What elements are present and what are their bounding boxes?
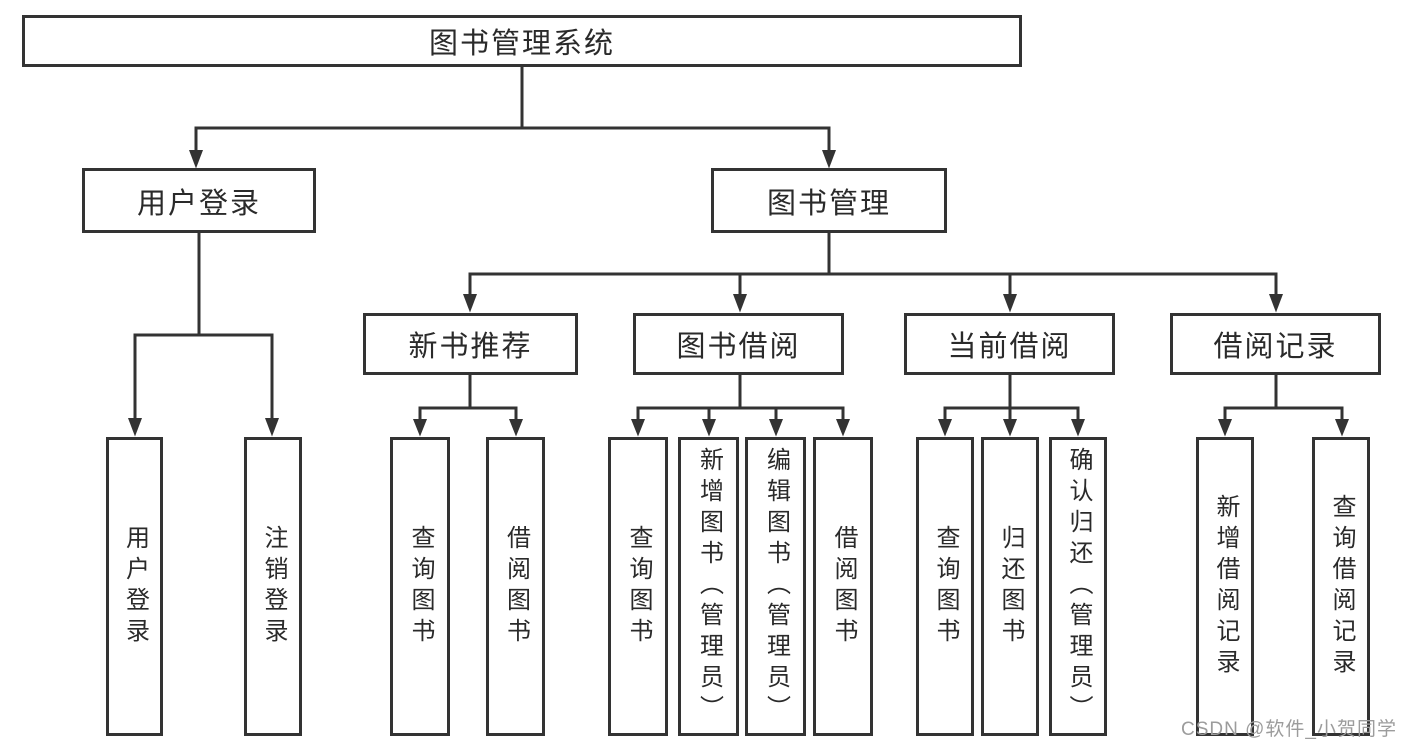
leaf-borrow-books-label: 借阅图书 xyxy=(830,524,857,649)
leaf-user-login-label: 用户登录 xyxy=(121,524,149,649)
leaf-logout-label: 注销登录 xyxy=(260,524,287,649)
leaf-add-borrow-record: 新增借阅记录 xyxy=(1196,437,1254,736)
leaf-logout: 注销登录 xyxy=(244,437,302,736)
leaf-add-book-admin: 新增图书（管理员） xyxy=(678,437,739,736)
leaf-user-login: 用户登录 xyxy=(106,437,163,736)
node-borrow-records: 借阅记录 xyxy=(1170,313,1381,375)
leaf-confirm-return-admin-label: 确认归还（管理员） xyxy=(1065,447,1092,726)
leaf-borrow-books-recommend: 借阅图书 xyxy=(486,437,545,736)
leaf-borrow-books: 借阅图书 xyxy=(813,437,873,736)
leaf-borrow-books-recommend-label: 借阅图书 xyxy=(502,524,530,649)
leaf-add-book-admin-label: 新增图书（管理员） xyxy=(695,447,723,726)
node-book-borrow: 图书借阅 xyxy=(633,313,844,375)
leaf-query-books-recommend: 查询图书 xyxy=(390,437,450,736)
leaf-edit-book-admin-label: 编辑图书（管理员） xyxy=(762,447,790,726)
node-library-management-system: 图书管理系统 xyxy=(22,15,1022,67)
leaf-return-books: 归还图书 xyxy=(981,437,1039,736)
leaf-add-borrow-record-label: 新增借阅记录 xyxy=(1212,493,1239,680)
leaf-return-books-label: 归还图书 xyxy=(997,524,1024,649)
node-current-borrow: 当前借阅 xyxy=(904,313,1115,375)
leaf-query-books-recommend-label: 查询图书 xyxy=(407,524,434,649)
node-new-book-recommend: 新书推荐 xyxy=(363,313,578,375)
node-user-login: 用户登录 xyxy=(82,168,316,233)
csdn-watermark: CSDN @软件_小贺同学 xyxy=(1181,719,1397,740)
leaf-query-books-borrow: 查询图书 xyxy=(608,437,668,736)
leaf-confirm-return-admin: 确认归还（管理员） xyxy=(1049,437,1107,736)
leaf-query-books-borrow-label: 查询图书 xyxy=(625,524,652,649)
leaf-edit-book-admin: 编辑图书（管理员） xyxy=(745,437,806,736)
node-book-management: 图书管理 xyxy=(711,168,947,233)
leaf-query-borrow-record-label: 查询借阅记录 xyxy=(1328,493,1355,680)
leaf-query-borrow-record: 查询借阅记录 xyxy=(1312,437,1370,736)
leaf-query-books-current: 查询图书 xyxy=(916,437,974,736)
leaf-query-books-current-label: 查询图书 xyxy=(932,524,959,649)
